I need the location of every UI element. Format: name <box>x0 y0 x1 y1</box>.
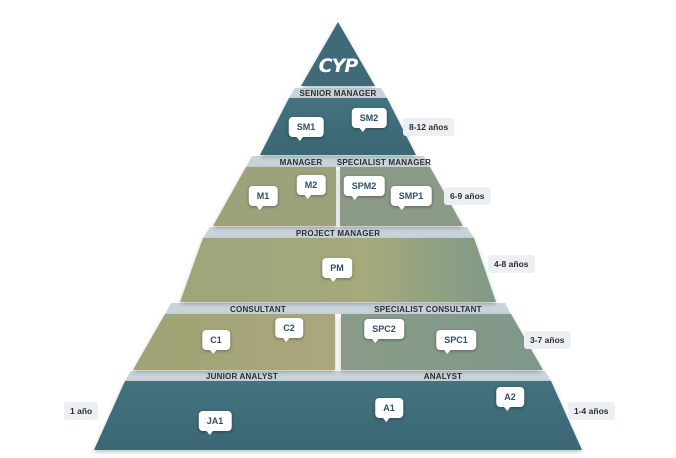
role-c2: C2 <box>275 318 303 342</box>
band-manager <box>246 156 430 167</box>
role-smp1: SMP1 <box>390 186 432 210</box>
role-sm1: SM1 <box>288 117 324 141</box>
band-senior-manager <box>289 88 387 98</box>
role-m1: M1 <box>248 186 278 210</box>
years-specialist-consultant: 3-7 años <box>524 331 571 349</box>
tier-analyst <box>94 381 582 450</box>
role-c1: C1 <box>202 330 230 354</box>
label-project-manager: PROJECT MANAGER <box>295 229 381 238</box>
band-analyst <box>125 371 551 381</box>
band-consultant <box>165 303 511 314</box>
role-a1: A1 <box>375 398 403 422</box>
role-pm: PM <box>322 258 352 282</box>
years-junior-analyst: 1 año <box>64 402 99 420</box>
role-spc1: SPC1 <box>436 330 476 354</box>
role-a2: A2 <box>496 387 524 411</box>
label-junior-analyst: JUNIOR ANALYST <box>206 372 278 381</box>
role-ja1: JA1 <box>198 411 232 435</box>
label-manager: MANAGER <box>279 158 323 167</box>
label-specialist-manager: SPECIALIST MANAGER <box>336 158 432 167</box>
tier-senior-manager <box>260 98 416 155</box>
years-project-manager: 4-8 años <box>488 255 535 273</box>
tier-logo <box>301 22 375 86</box>
label-consultant: CONSULTANT <box>230 305 286 314</box>
label-analyst: ANALYST <box>423 372 463 381</box>
role-sm2: SM2 <box>351 108 387 132</box>
label-senior-manager: SENIOR MANAGER <box>299 89 377 98</box>
role-spc2: SPC2 <box>364 319 404 343</box>
tier-consultant <box>133 314 335 370</box>
years-analyst: 1-4 años <box>568 402 615 420</box>
years-specialist-manager: 6-9 años <box>444 187 491 205</box>
role-spm2: SPM2 <box>343 176 385 200</box>
label-specialist-consultant: SPECIALIST CONSULTANT <box>374 305 482 314</box>
role-m2: M2 <box>296 175 326 199</box>
band-project-manager <box>203 227 474 238</box>
years-senior-manager: 8-12 años <box>403 118 455 136</box>
cyp-logo: CYP <box>318 55 359 77</box>
